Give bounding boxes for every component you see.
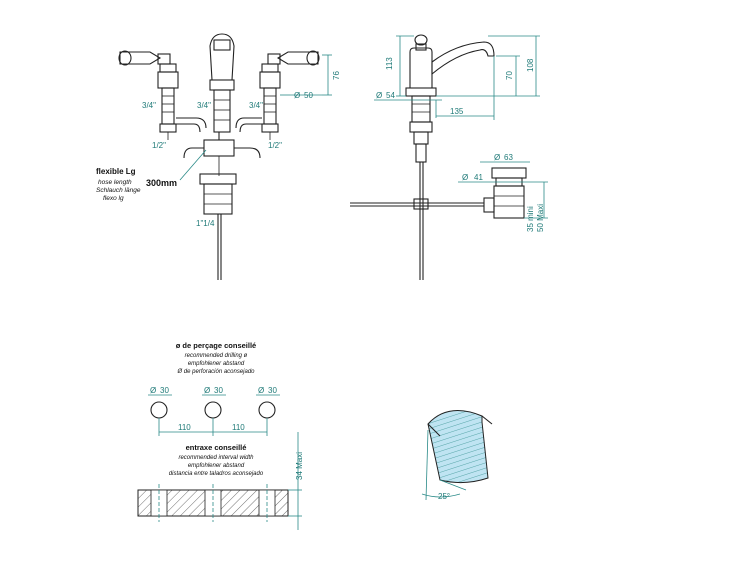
drill-hole-left — [150, 401, 168, 419]
angle-label: 25° — [438, 492, 450, 501]
bevel-detail: 25° — [421, 410, 493, 501]
diameter-54-symbol: Ø — [376, 91, 382, 100]
interval-line2: empfohlener abstand — [188, 463, 245, 469]
side-waste — [483, 167, 527, 219]
hole-right-symbol: Ø — [258, 386, 264, 395]
reach-135-label: 135 — [450, 107, 464, 116]
diameter-50-label: 50 — [304, 91, 313, 100]
hose-length-label: 300mm — [146, 178, 177, 188]
hole-center-diameter: 30 — [214, 386, 223, 395]
max-thickness-label: 34 Maxi — [295, 452, 304, 480]
waste-63-symbol: Ø — [494, 153, 500, 162]
hole-right-diameter: 30 — [268, 386, 277, 395]
counter-section — [137, 484, 289, 522]
interval-title: entraxe conseillé — [186, 443, 247, 452]
spacing-right-label: 110 — [232, 423, 245, 432]
spacing-left-label: 110 — [178, 423, 191, 432]
waste-41-label: 41 — [474, 173, 483, 182]
hose-line2: Schlauch länge — [96, 187, 141, 194]
hose-leader — [179, 149, 207, 181]
side-dimensions — [374, 35, 548, 219]
thread-right-label: 3/4" — [249, 101, 263, 110]
drilling-line2: empfohlener abstand — [188, 361, 245, 367]
hose-line1: hose length — [98, 179, 132, 186]
drain-thread-label: 1"1/4 — [196, 219, 215, 228]
drilling-section: ø de perçage conseillé recommended drill… — [137, 341, 304, 530]
hole-center-symbol: Ø — [204, 386, 210, 395]
bevel-section — [427, 410, 489, 484]
thread-center-label: 3/4" — [197, 101, 211, 110]
diameter-symbol: Ø — [294, 91, 300, 100]
drill-hole-center — [204, 401, 222, 419]
waste-max-label: 50 Maxi — [536, 204, 545, 232]
waste-63-label: 63 — [504, 153, 513, 162]
drilling-line3: Ø de perforación aconsejado — [176, 369, 255, 375]
interval-line3: distancia entre taladros aconsejado — [169, 471, 264, 477]
thread-left-label: 3/4" — [142, 101, 156, 110]
front-waste — [199, 173, 237, 280]
drilling-line1: recommended drilling ø — [185, 353, 248, 359]
drill-hole-right — [258, 401, 276, 419]
hole-left-diameter: 30 — [160, 386, 169, 395]
front-dimensions — [280, 54, 332, 96]
side-tap — [405, 34, 495, 280]
height-113-label: 113 — [385, 57, 394, 70]
waste-min-label: 35 mini — [526, 206, 535, 232]
pipe-left-label: 1/2" — [152, 141, 166, 150]
height-70-label: 70 — [505, 71, 514, 80]
left-handle — [118, 50, 207, 140]
right-handle — [235, 50, 320, 140]
waste-41-symbol: Ø — [462, 173, 468, 182]
hose-line3: flexo lg — [103, 195, 124, 202]
hole-left-symbol: Ø — [150, 386, 156, 395]
drilling-title: ø de perçage conseillé — [176, 341, 256, 350]
side-view: 113 70 108 Ø 54 135 Ø 63 Ø 41 35 mini 50… — [350, 34, 548, 280]
center-spout — [183, 33, 261, 176]
diameter-54-label: 54 — [386, 91, 395, 100]
hose-title: flexible Lg — [96, 167, 136, 176]
pipe-right-label: 1/2" — [268, 141, 282, 150]
interval-line1: recommended interval width — [178, 455, 254, 461]
height-108-label: 108 — [526, 58, 535, 72]
front-view: 3/4" 3/4" 3/4" 1/2" 1/2" Ø 50 76 flexibl… — [96, 33, 341, 280]
height-76-label: 76 — [332, 71, 341, 80]
